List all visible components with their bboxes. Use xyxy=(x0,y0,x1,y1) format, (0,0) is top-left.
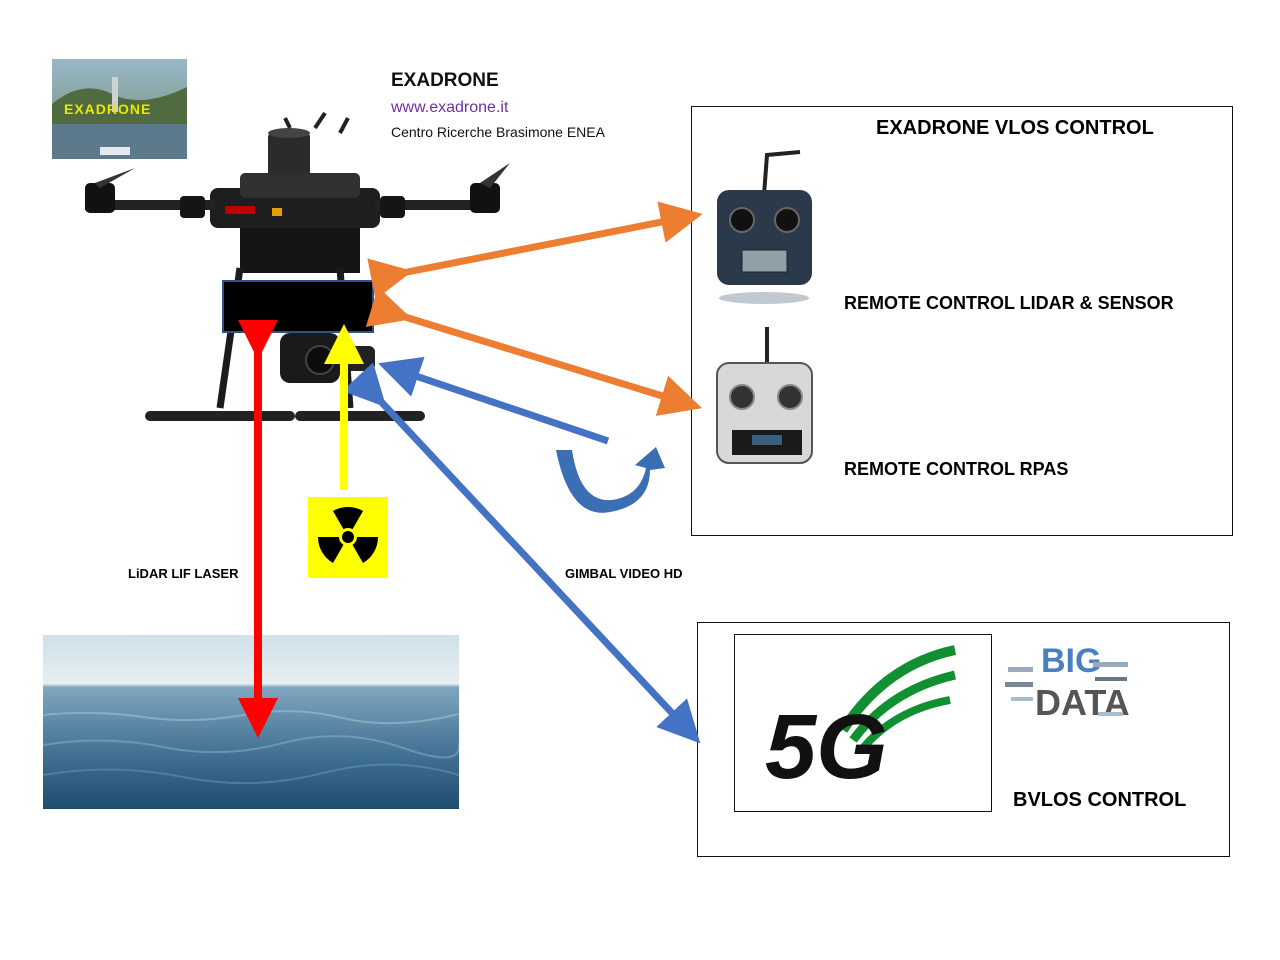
vlos-control-panel xyxy=(691,106,1233,536)
curved-blue-arrow xyxy=(556,447,665,513)
header-title: EXADRONE xyxy=(391,70,499,91)
header-organization: Centro Ricerche Brasimone ENEA xyxy=(391,124,605,140)
remote-control-rpas-icon xyxy=(712,325,822,465)
sea-image xyxy=(42,635,461,809)
radiation-icon xyxy=(308,497,388,578)
lidar-sensor-box xyxy=(222,280,374,333)
lidar-laser-label: LiDAR LIF LASER xyxy=(128,566,239,581)
rc-lidar-label: REMOTE CONTROL LIDAR & SENSOR xyxy=(844,293,1174,313)
rc-rpas-label: REMOTE CONTROL RPAS xyxy=(844,459,1069,479)
5g-logo-box: 5G xyxy=(734,634,992,812)
header-url-link[interactable]: www.exadrone.it xyxy=(391,99,509,116)
logo-text: EXADRONE xyxy=(64,101,152,117)
vlos-title: EXADRONE VLOS CONTROL xyxy=(876,117,1154,139)
big-data-cloud: BIG DATA xyxy=(1003,642,1133,734)
bvlos-title: BVLOS CONTROL xyxy=(1013,789,1187,811)
gimbal-video-label: GIMBAL VIDEO HD xyxy=(565,566,683,581)
big-data-big-text: BIG xyxy=(1041,642,1102,680)
remote-control-lidar-icon xyxy=(712,150,822,304)
5g-logo-text: 5G xyxy=(765,696,888,798)
big-data-data-text: DATA xyxy=(1035,682,1130,723)
exadrone-logo-image: EXADRONE xyxy=(52,59,187,159)
